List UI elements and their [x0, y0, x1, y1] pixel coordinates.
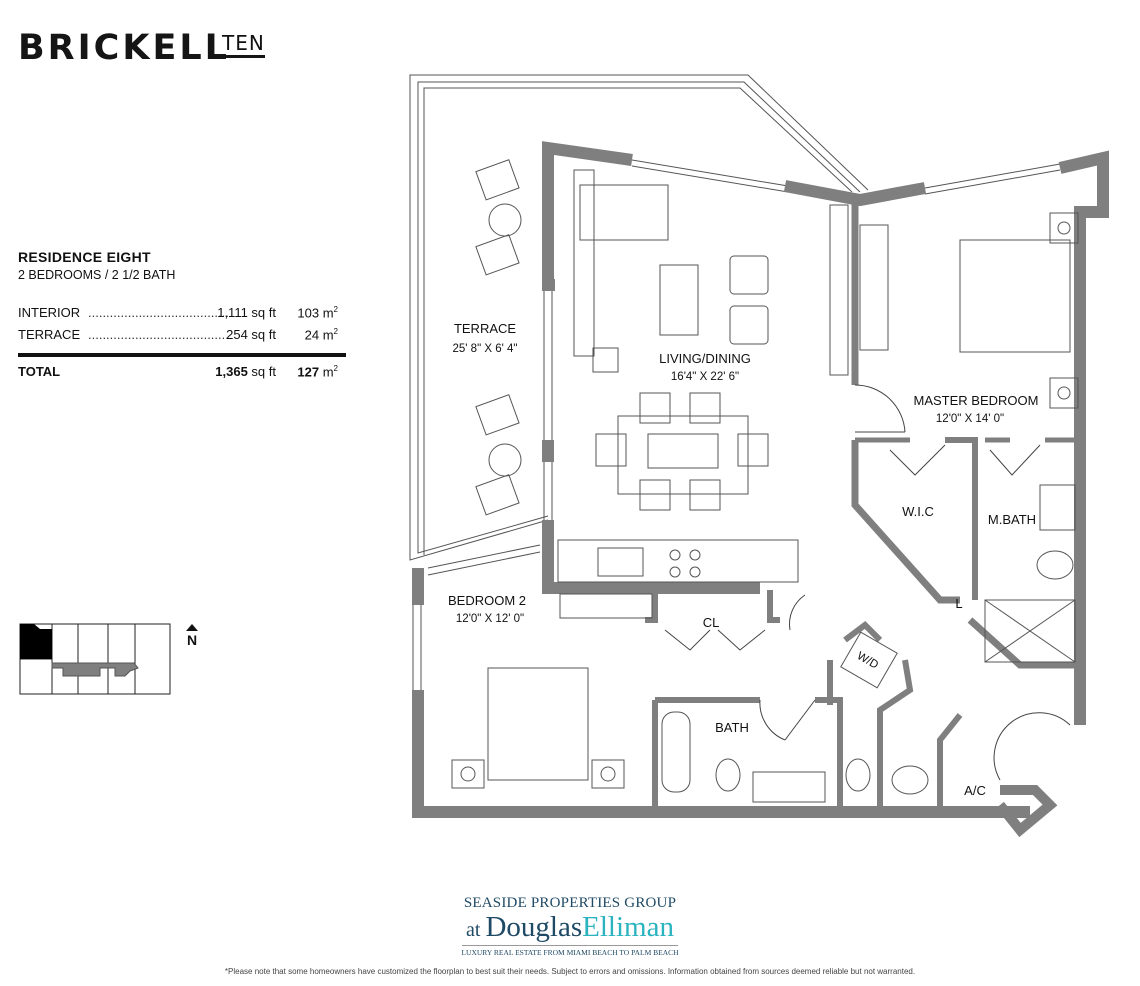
- nightstand: [451, 759, 485, 789]
- north-arrow-icon: [186, 624, 198, 631]
- residence-title: RESIDENCE EIGHT: [18, 249, 151, 265]
- kitchen-counter: [557, 539, 799, 583]
- lounge-chair: [475, 159, 520, 201]
- sink: [597, 547, 644, 577]
- room-label-washer-dryer: W/D: [855, 650, 880, 672]
- nightstand: [1049, 377, 1079, 409]
- key-plan: [19, 623, 171, 695]
- area-m2: 24 m2: [304, 327, 338, 343]
- ottoman: [729, 255, 769, 295]
- room-label-master-bath: M.BATH: [988, 512, 1036, 527]
- windows: [412, 159, 1061, 690]
- area-row-interior: INTERIOR ...............................…: [18, 305, 338, 323]
- room-dims-terrace: 25' 8" X 6' 4": [453, 343, 518, 355]
- area-row-total: TOTAL 1,365 sq ft 127 m2: [18, 364, 338, 382]
- room-label-closet: CL: [703, 615, 720, 630]
- room-dims-master-bedroom: 12'0" X 14' 0": [936, 413, 1004, 425]
- chair: [595, 433, 627, 467]
- washer-dryer: [840, 631, 898, 689]
- dining-table: [617, 415, 749, 495]
- total-m2: 127 m2: [297, 364, 338, 380]
- disclaimer: *Please note that some homeowners have c…: [224, 967, 916, 976]
- doors: [664, 384, 1071, 781]
- divider: [18, 353, 346, 357]
- lounge-chair: [475, 394, 520, 436]
- bathtub: [661, 711, 691, 793]
- residence-subtitle: 2 BEDROOMS / 2 1/2 BATH: [18, 268, 176, 282]
- terrace-table: [488, 443, 522, 477]
- chair: [689, 479, 721, 511]
- room-label-bedroom-2: BEDROOM 2: [448, 593, 526, 608]
- terrace-table: [488, 203, 522, 237]
- nightstand: [591, 759, 625, 789]
- room-label-terrace: TERRACE: [454, 321, 516, 336]
- ottoman: [729, 305, 769, 345]
- sink: [891, 765, 929, 795]
- area-m2: 103 m2: [297, 305, 338, 321]
- area-label: INTERIOR: [18, 305, 81, 320]
- chair: [689, 392, 721, 424]
- total-label: TOTAL: [18, 364, 61, 379]
- area-label: TERRACE: [18, 327, 81, 342]
- area-sqft: 1,111 sq ft: [217, 305, 276, 320]
- coffee-table: [659, 264, 699, 336]
- key-plan-unit-highlight: [20, 624, 52, 659]
- leader-dots: ........................................…: [88, 305, 228, 320]
- room-dims-living-dining: 16'4" X 22' 6": [671, 371, 739, 383]
- north-indicator: N: [184, 624, 200, 648]
- master-bed: [959, 239, 1071, 353]
- area-row-terrace: TERRACE ................................…: [18, 327, 338, 345]
- shower: [984, 599, 1076, 663]
- side-table: [592, 347, 619, 373]
- room-label-living-dining: LIVING/DINING: [659, 351, 751, 366]
- key-plan-corridor: [51, 662, 139, 677]
- desk: [859, 224, 889, 351]
- floor-plan: TERRACE 25' 8" X 6' 4" LIVING/DINING 16'…: [409, 74, 1109, 838]
- douglas-elliman-logo: SEASIDE PROPERTIES GROUP at DouglasEllim…: [461, 895, 679, 957]
- vanity: [1039, 484, 1076, 531]
- toilet: [845, 758, 871, 792]
- nightstand: [1049, 212, 1079, 244]
- chair: [639, 479, 671, 511]
- sofa-chaise: [579, 184, 669, 241]
- furniture: [451, 159, 1079, 803]
- toilet: [715, 758, 741, 792]
- sofa: [573, 169, 595, 357]
- room-labels: TERRACE 25' 8" X 6' 4" LIVING/DINING 16'…: [448, 321, 1038, 798]
- room-dims-bedroom-2: 12'0" X 12' 0": [456, 613, 524, 625]
- bed-2: [487, 667, 589, 781]
- toilet: [1036, 550, 1074, 580]
- lounge-chair: [475, 234, 520, 276]
- brickell-logo: BRICKELL: [18, 28, 230, 68]
- room-label-linen: L: [955, 596, 962, 611]
- brickell-logo-suffix: TEN: [222, 33, 265, 58]
- chair: [639, 392, 671, 424]
- tv-console: [829, 204, 849, 376]
- room-label-wic: W.I.C: [902, 504, 934, 519]
- room-label-master-bedroom: MASTER BEDROOM: [914, 393, 1039, 408]
- room-label-ac: A/C: [964, 783, 986, 798]
- room-label-bath: BATH: [715, 720, 749, 735]
- walls: [412, 141, 1109, 838]
- terrace-railing: [409, 74, 869, 561]
- lounge-chair: [475, 474, 520, 516]
- closet-shelf: [559, 593, 653, 619]
- vanity: [752, 771, 826, 803]
- total-sqft: 1,365 sq ft: [215, 364, 276, 379]
- leader-dots: ........................................…: [88, 327, 228, 342]
- chair: [737, 433, 769, 467]
- table-runner: [647, 433, 719, 469]
- area-sqft: 254 sq ft: [226, 327, 276, 342]
